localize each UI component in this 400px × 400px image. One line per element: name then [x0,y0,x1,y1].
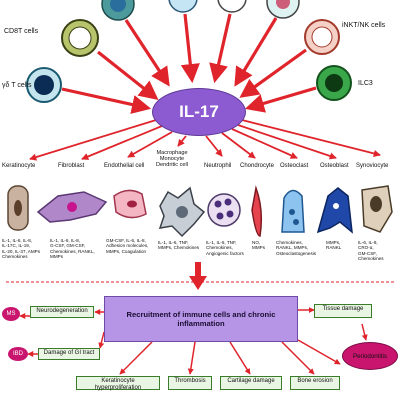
chondrocyte-cell [251,185,263,237]
source-cell-top-mid [168,0,198,13]
target-name-neutrophil: Neutrophil [204,163,232,169]
outcome-keratinocyte-hyperproliferation: Keratinocyte hyperproliferation [76,376,160,391]
cd8-label: CD8T cells [4,28,39,35]
cd8-cell [61,19,99,57]
target-name-osteoblast: Osteoblast [320,163,349,169]
down-arrow [189,262,207,290]
target-products-osteoclast: Chemokines, RANKL, MMPs, Osteoclastogene… [276,240,317,256]
synoviocyte-cell [361,185,393,233]
target-name-fibroblast: Fibroblast [58,163,85,169]
target-name-macrophage: Macrophage Monocyte Dendritic cell [156,150,189,169]
target-products-keratinocyte: IL-1, IL-6, IL-8, IL-17C, IL-19, IL-20, … [2,238,41,260]
target-name-endothelial: Endothelial cell [104,163,145,169]
outcome-gi-damage: Damage of GI tract [38,348,100,360]
outcome-arrows [19,307,368,375]
target-name-synoviocyte: Synoviocyte [356,163,389,169]
target-name-chondrocyte: Chondrocyte [240,163,275,169]
ilc3-cell [316,65,352,101]
target-products-endothelial: GM-CSF, IL-6, IL-8, Adhesion molecules, … [106,238,149,254]
inkt-cell [304,19,340,55]
il17-center-node: IL-17 [152,88,246,136]
outcome-neurodegeneration: Neurodegeneration [30,306,94,318]
gdt-label: γδ T cells [2,82,32,89]
disease-periodontitis: Periodontitis [342,342,398,370]
neutrophil-cell [207,193,241,227]
endothelial-cell [113,189,147,219]
keratinocyte-cell [7,185,29,231]
source-cell-top-mid2 [217,0,247,13]
osteoblast-cell [316,187,353,234]
target-name-osteoclast: Osteoclast [280,163,309,169]
target-products-macrophage: IL-1, IL-6, TNF, MMPs, Chemokines [158,240,200,251]
incoming-arrows [61,13,317,114]
disease-ms: MS [2,307,20,321]
fibroblast-cell [36,191,108,223]
ilc3-label: ILC3 [358,80,373,87]
target-products-osteoblast: MMPs, RANKL [326,240,342,251]
source-cell-top-right [266,0,300,19]
outcome-bone-erosion: Bone erosion [290,376,340,390]
target-products-synoviocyte: IL-6, IL-8, CRO-α, GM-CSF, Chemokines [358,240,384,262]
target-products-fibroblast: IL-1, IL-6, IL-8, G-CSF, GM-CSF, Chemoki… [50,238,95,260]
target-products-chondrocyte: NO, MMPs [252,240,266,251]
gdt-cell [26,67,62,103]
target-name-keratinocyte: Keratinocyte [2,163,36,169]
target-products-neutrophil: IL-1, IL-6, TNF, Chemokines, Angiogenic … [206,240,244,256]
outgoing-arrows [29,119,381,161]
disease-ibd: IBD [8,347,28,361]
inkt-label: iNKT/NK cells [342,22,386,29]
macrophage-cell [158,186,206,238]
main-outcome-box: Recruitment of immune cells and chronic … [104,296,298,342]
outcome-tissue-damage: Tissue damage [314,304,372,318]
outcome-thrombosis: Thrombosis [168,376,212,390]
osteoclast-cell [281,189,305,233]
outcome-cartilage-damage: Cartilage damage [220,376,282,390]
source-cell-top-left [101,0,135,21]
